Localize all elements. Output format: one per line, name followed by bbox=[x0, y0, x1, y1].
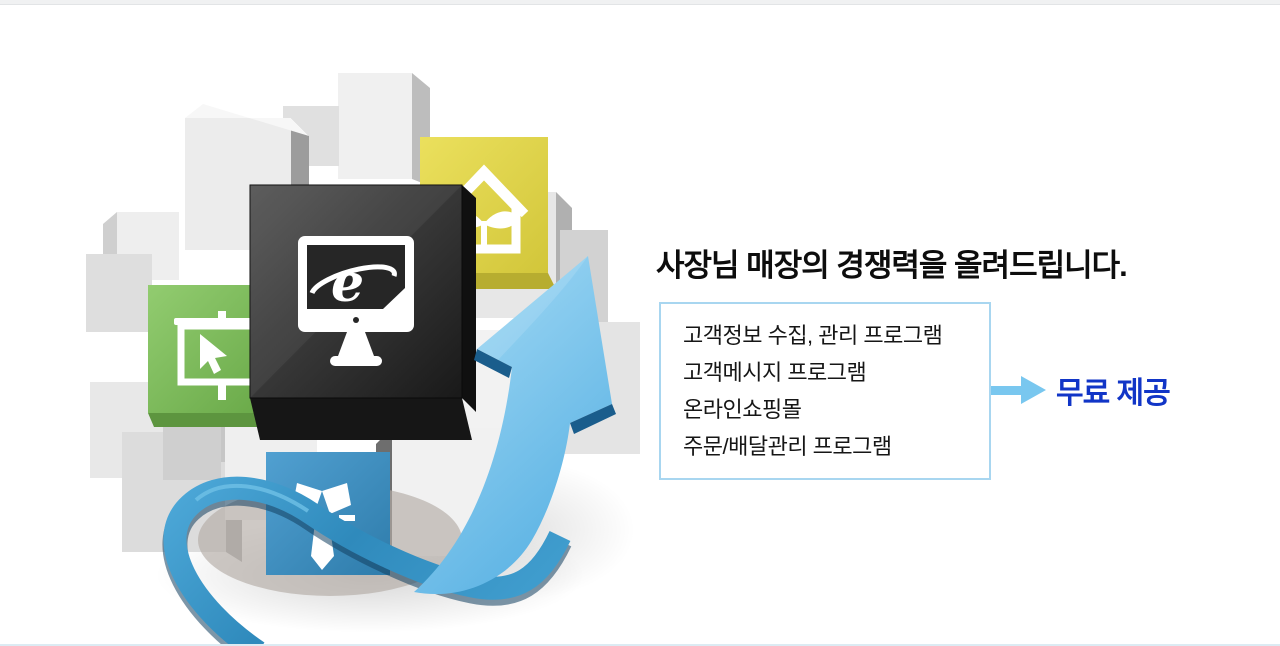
browser-cube: e bbox=[249, 184, 476, 440]
free-offer-callout: 무료 제공 bbox=[991, 374, 1171, 410]
arrow-head bbox=[1021, 376, 1046, 404]
top-accent-bar bbox=[0, 0, 1280, 5]
ribbon-swoosh bbox=[162, 476, 572, 646]
feature-item: 온라인쇼핑몰 bbox=[683, 397, 802, 422]
bottom-accent-line bbox=[0, 644, 1280, 646]
ie-logo-icon: e bbox=[309, 253, 405, 314]
cursor-icon bbox=[200, 334, 227, 374]
free-offer-label: 무료 제공 bbox=[1056, 377, 1171, 410]
arrow-right-icon bbox=[991, 376, 1046, 404]
feature-item: 고객정보 수집, 관리 프로그램 bbox=[683, 323, 943, 348]
arrow-bar bbox=[991, 385, 1021, 395]
feature-list-box: 고객정보 수집, 관리 프로그램 고객메시지 프로그램 온라인쇼핑몰 주문/배달… bbox=[659, 302, 991, 480]
headline: 사장님 매장의 경쟁력을 올려드립니다. bbox=[656, 248, 1128, 283]
svg-text:e: e bbox=[331, 253, 364, 314]
growth-arrow-icon bbox=[414, 256, 616, 595]
ie-browser-monitor-icon: e bbox=[298, 236, 414, 366]
hero-illustration: e bbox=[86, 73, 640, 646]
feature-item: 고객메시지 프로그램 bbox=[683, 360, 867, 385]
feature-item: 주문/배달관리 프로그램 bbox=[683, 434, 892, 459]
